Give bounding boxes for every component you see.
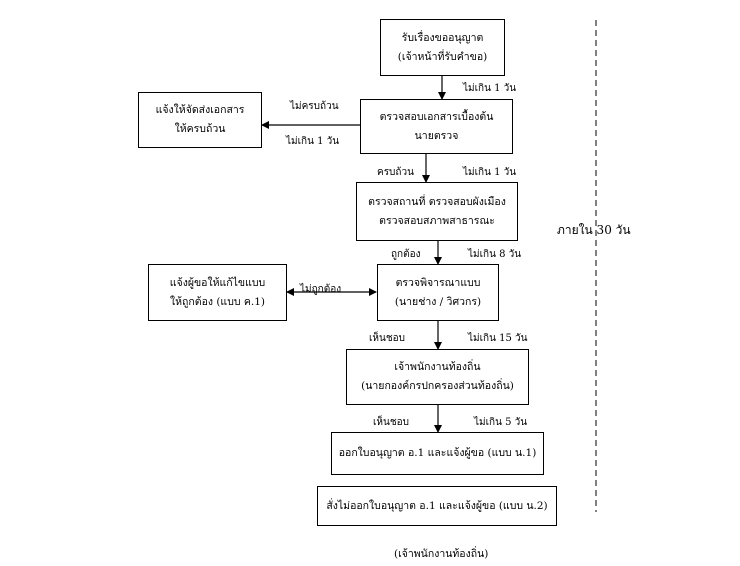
label-incorrect: ไม่ถูกต้อง <box>300 284 342 295</box>
label-agree-2: เห็นชอบ <box>373 417 409 428</box>
label-complete: ครบถ้วน <box>377 167 414 178</box>
box-review-line1: ตรวจพิจารณาแบบ <box>395 276 481 289</box>
box-issue-line1: ออกใบอนุญาต อ.1 และแจ้งผู้ขอ (แบบ น.1) <box>338 447 537 459</box>
box-officer-line1: เจ้าพนักงานท้องถิ่น <box>394 361 481 373</box>
box-inspect-line1: ตรวจสถานที่ ตรวจสอบผังเมือง <box>368 195 506 208</box>
box-receive-line2: (เจ้าหน้าที่รับคำขอ) <box>397 50 488 63</box>
box-inspect-site: ตรวจสถานที่ ตรวจสอบผังเมือง ตรวจสอบสภาพส… <box>356 182 518 241</box>
box-notify-fix-line2: ให้ถูกต้อง (แบบ ค.1) <box>169 295 266 308</box>
label-time-3: ไม่เกิน 8 วัน <box>468 249 522 260</box>
label-incomplete: ไม่ครบถ้วน <box>290 101 339 112</box>
box-check-line1: ตรวจสอบเอกสารเบื้องต้น <box>379 110 494 123</box>
box-receive-request: รับเรื่องขออนุญาต (เจ้าหน้าที่รับคำขอ) <box>380 19 505 76</box>
box-notify-docs-line2: ให้ครบถ้วน <box>174 123 226 135</box>
box-check-line2: นายตรวจ <box>414 129 459 142</box>
box-refuse-permit: สั่งไม่ออกใบอนุญาต อ.1 และแจ้งผู้ขอ (แบบ… <box>317 486 557 526</box>
footnote-local-officer: (เจ้าพนักงานท้องถิ่น) <box>394 548 489 560</box>
box-notify-documents: แจ้งให้จัดส่งเอกสาร ให้ครบถ้วน <box>138 92 262 148</box>
label-time-2: ไม่เกิน 1 วัน <box>463 167 517 178</box>
box-inspect-line2: ตรวจสอบสภาพสาธารณะ <box>379 214 495 227</box>
box-local-officer: เจ้าพนักงานท้องถิ่น (นายกองค์กรปกครองส่ว… <box>346 349 529 405</box>
box-review-line2: (นายช่าง / วิศวกร) <box>394 295 482 308</box>
label-total-time: ภายใน 30 วัน <box>557 223 631 237</box>
box-receive-line1: รับเรื่องขออนุญาต <box>401 31 484 44</box>
box-officer-line2: (นายกองค์กรปกครองส่วนท้องถิ่น) <box>361 380 514 392</box>
label-time-notify: ไม่เกิน 1 วัน <box>286 136 340 147</box>
box-notify-fix: แจ้งผู้ขอให้แก้ไขแบบ ให้ถูกต้อง (แบบ ค.1… <box>148 264 287 321</box>
box-check-documents: ตรวจสอบเอกสารเบื้องต้น นายตรวจ <box>360 99 513 154</box>
label-correct: ถูกต้อง <box>391 249 421 260</box>
box-notify-docs-line1: แจ้งให้จัดส่งเอกสาร <box>155 104 245 116</box>
label-time-4: ไม่เกิน 15 วัน <box>468 333 528 344</box>
label-time-1: ไม่เกิน 1 วัน <box>463 83 517 94</box>
box-refuse-line1: สั่งไม่ออกใบอนุญาต อ.1 และแจ้งผู้ขอ (แบบ… <box>326 499 548 512</box>
label-agree-1: เห็นชอบ <box>369 333 405 344</box>
label-time-5: ไม่เกิน 5 วัน <box>474 417 528 428</box>
box-issue-permit: ออกใบอนุญาต อ.1 และแจ้งผู้ขอ (แบบ น.1) <box>331 432 544 475</box>
box-notify-fix-line1: แจ้งผู้ขอให้แก้ไขแบบ <box>169 276 266 289</box>
box-review-plan: ตรวจพิจารณาแบบ (นายช่าง / วิศวกร) <box>377 264 499 321</box>
